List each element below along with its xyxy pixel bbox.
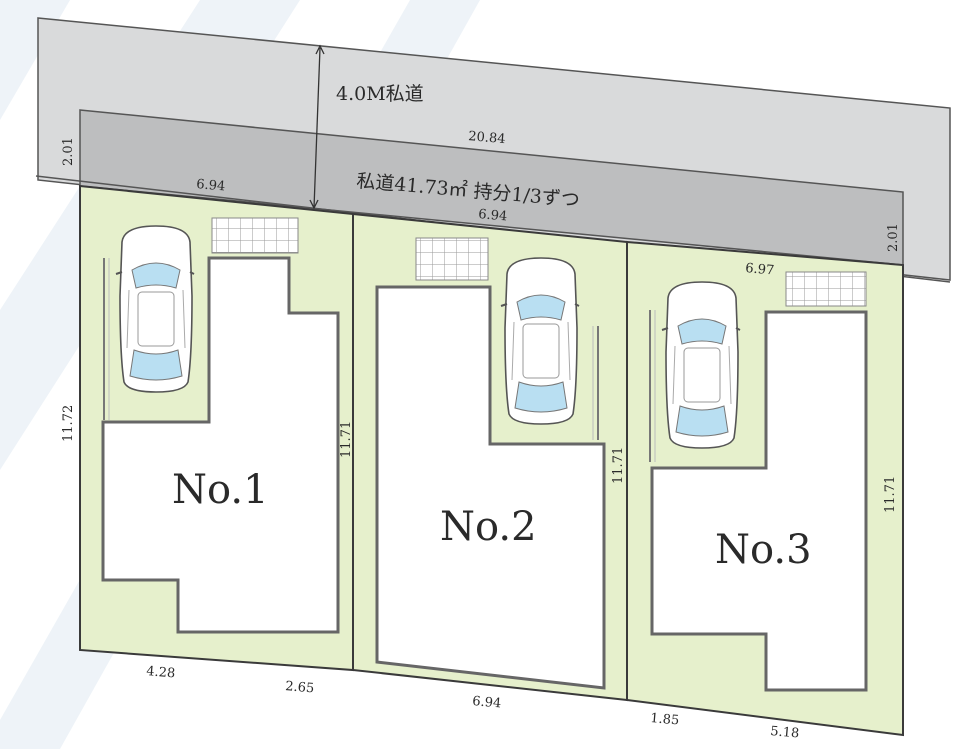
lot-3 xyxy=(626,240,904,737)
road-width-label: 4.0M私道 xyxy=(336,83,424,105)
lot-1-building xyxy=(101,256,340,634)
dim-lot2-right: 11.71 xyxy=(611,447,626,484)
dim-lot1-right: 11.71 xyxy=(339,421,354,458)
lot-2 xyxy=(352,212,628,702)
dim-lot2-bottom: 6.94 xyxy=(472,694,502,711)
lot-1-label: No.1 xyxy=(172,467,269,513)
lot-2-label: No.2 xyxy=(440,504,537,550)
lot-3-building xyxy=(650,310,868,692)
dim-lot3-right: 11.71 xyxy=(883,476,898,513)
dim-left-road-depth: 2.01 xyxy=(61,137,76,166)
lot-2-parking-grid xyxy=(415,237,489,281)
lot-3-parking-grid xyxy=(785,271,867,307)
dim-lot1-top: 6.94 xyxy=(196,177,226,194)
lot-1 xyxy=(79,184,354,672)
lot-2-car-icon xyxy=(500,257,580,425)
dim-lot1-bottom-left: 4.28 xyxy=(146,664,176,681)
lot-3-car-icon xyxy=(661,281,741,449)
dim-lot3-bottom-right: 5.18 xyxy=(770,724,800,741)
dim-lot2-top: 6.94 xyxy=(478,207,508,224)
lot-3-label: No.3 xyxy=(715,527,812,573)
lot-1-parking-grid xyxy=(211,217,299,254)
dim-lot1-left: 11.72 xyxy=(61,405,76,442)
dim-lot1-bottom-right: 2.65 xyxy=(285,679,315,696)
road-width-arrow xyxy=(309,44,325,210)
dim-lot3-bottom-left: 1.85 xyxy=(650,711,680,728)
lot-1-car-icon xyxy=(115,225,195,393)
dim-lot3-top: 6.97 xyxy=(745,261,775,278)
dim-top-total: 20.84 xyxy=(468,129,506,147)
lot-2-building xyxy=(375,285,606,690)
dim-right-road-depth: 2.01 xyxy=(886,223,901,252)
